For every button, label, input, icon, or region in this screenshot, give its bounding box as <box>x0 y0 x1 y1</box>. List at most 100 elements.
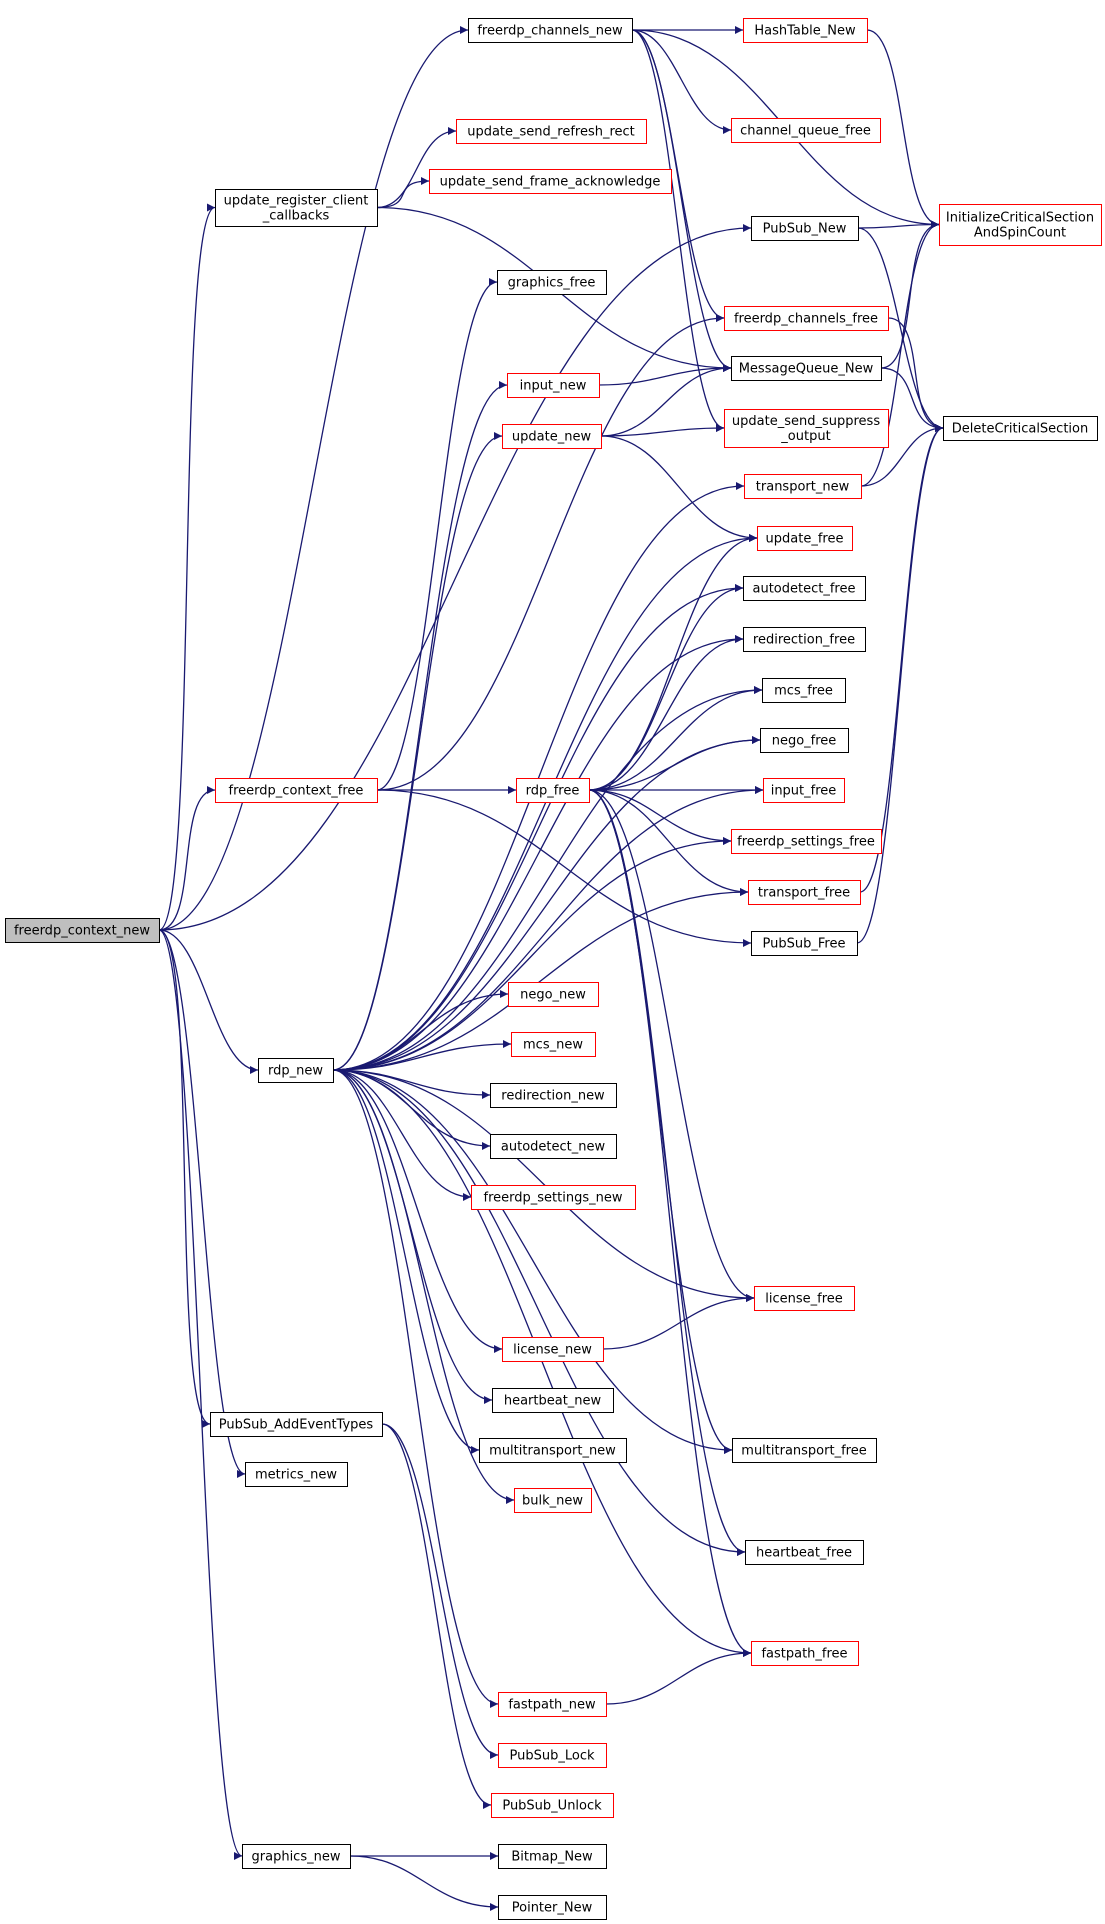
node-box[interactable] <box>757 526 853 551</box>
node-box[interactable] <box>751 216 859 241</box>
node-box[interactable] <box>497 270 607 295</box>
node-box[interactable] <box>514 1488 592 1513</box>
node-multitransport_new[interactable]: multitransport_new <box>479 1438 627 1463</box>
node-heartbeat_new[interactable]: heartbeat_new <box>492 1388 614 1413</box>
node-box[interactable] <box>507 373 600 398</box>
node-box[interactable] <box>511 1032 596 1057</box>
node-update_new[interactable]: update_new <box>502 424 602 449</box>
node-box[interactable] <box>731 118 881 143</box>
node-box[interactable] <box>456 119 647 144</box>
node-box[interactable] <box>479 1438 627 1463</box>
node-freerdp_context_new[interactable]: freerdp_context_new <box>5 918 160 943</box>
node-nego_new[interactable]: nego_new <box>508 982 599 1007</box>
node-license_free[interactable]: license_free <box>754 1286 855 1311</box>
node-box[interactable] <box>731 829 882 854</box>
node-input_new[interactable]: input_new <box>507 373 600 398</box>
node-Bitmap_New[interactable]: Bitmap_New <box>498 1844 607 1869</box>
node-rdp_free[interactable]: rdp_free <box>516 778 590 803</box>
node-box[interactable] <box>215 189 378 227</box>
node-box[interactable] <box>429 169 672 194</box>
node-autodetect_free[interactable]: autodetect_free <box>743 576 866 601</box>
node-PubSub_Lock[interactable]: PubSub_Lock <box>498 1743 607 1768</box>
node-nego_free[interactable]: nego_free <box>760 728 849 753</box>
node-DeleteCriticalSection[interactable]: DeleteCriticalSection <box>943 416 1098 441</box>
node-box[interactable] <box>516 778 590 803</box>
node-fastpath_free[interactable]: fastpath_free <box>751 1641 859 1666</box>
node-heartbeat_free[interactable]: heartbeat_free <box>745 1540 864 1565</box>
node-box[interactable] <box>743 627 866 652</box>
node-box[interactable] <box>242 1844 351 1869</box>
node-update_send_suppress_output[interactable]: update_send_suppress_output <box>724 409 889 448</box>
node-transport_free[interactable]: transport_free <box>748 880 861 905</box>
node-box[interactable] <box>498 1844 607 1869</box>
node-box[interactable] <box>745 1540 864 1565</box>
node-box[interactable] <box>763 778 845 803</box>
node-update_send_frame_acknowledge[interactable]: update_send_frame_acknowledge <box>429 169 672 194</box>
node-input_free[interactable]: input_free <box>763 778 845 803</box>
node-update_register_client_callbacks[interactable]: update_register_client_callbacks <box>215 189 378 227</box>
node-box[interactable] <box>939 204 1102 246</box>
node-freerdp_settings_new[interactable]: freerdp_settings_new <box>471 1185 636 1210</box>
node-rdp_new[interactable]: rdp_new <box>258 1058 334 1083</box>
node-box[interactable] <box>751 1641 859 1666</box>
node-license_new[interactable]: license_new <box>502 1337 604 1362</box>
node-box[interactable] <box>468 18 633 43</box>
node-mcs_new[interactable]: mcs_new <box>511 1032 596 1057</box>
node-box[interactable] <box>760 728 849 753</box>
node-channel_queue_free[interactable]: channel_queue_free <box>731 118 881 143</box>
node-graphics_new[interactable]: graphics_new <box>242 1844 351 1869</box>
node-box[interactable] <box>490 1134 617 1159</box>
node-box[interactable] <box>732 1438 877 1463</box>
node-box[interactable] <box>215 778 378 803</box>
node-redirection_new[interactable]: redirection_new <box>490 1083 617 1108</box>
node-box[interactable] <box>491 1793 614 1818</box>
node-box[interactable] <box>754 1286 855 1311</box>
node-metrics_new[interactable]: metrics_new <box>245 1462 348 1487</box>
node-bulk_new[interactable]: bulk_new <box>514 1488 592 1513</box>
node-box[interactable] <box>762 678 846 703</box>
node-box[interactable] <box>943 416 1098 441</box>
node-PubSub_Unlock[interactable]: PubSub_Unlock <box>491 1793 614 1818</box>
node-PubSub_AddEventTypes[interactable]: PubSub_AddEventTypes <box>210 1412 383 1437</box>
node-freerdp_channels_free[interactable]: freerdp_channels_free <box>724 306 889 331</box>
node-box[interactable] <box>724 306 889 331</box>
node-PubSub_Free[interactable]: PubSub_Free <box>751 931 858 956</box>
node-autodetect_new[interactable]: autodetect_new <box>490 1134 617 1159</box>
node-box[interactable] <box>724 409 889 448</box>
node-MessageQueue_New[interactable]: MessageQueue_New <box>731 356 882 381</box>
node-box[interactable] <box>492 1388 614 1413</box>
node-multitransport_free[interactable]: multitransport_free <box>732 1438 877 1463</box>
node-box[interactable] <box>498 1895 607 1920</box>
node-box[interactable] <box>744 474 862 499</box>
node-update_free[interactable]: update_free <box>757 526 853 551</box>
node-box[interactable] <box>743 18 868 43</box>
node-Pointer_New[interactable]: Pointer_New <box>498 1895 607 1920</box>
node-mcs_free[interactable]: mcs_free <box>762 678 846 703</box>
node-PubSub_New[interactable]: PubSub_New <box>751 216 859 241</box>
node-box[interactable] <box>751 931 858 956</box>
node-box[interactable] <box>471 1185 636 1210</box>
node-box[interactable] <box>258 1058 334 1083</box>
node-freerdp_settings_free[interactable]: freerdp_settings_free <box>731 829 882 854</box>
node-box[interactable] <box>210 1412 383 1437</box>
node-box[interactable] <box>498 1743 607 1768</box>
node-box[interactable] <box>502 1337 604 1362</box>
node-box[interactable] <box>508 982 599 1007</box>
node-box[interactable] <box>490 1083 617 1108</box>
node-redirection_free[interactable]: redirection_free <box>743 627 866 652</box>
node-update_send_refresh_rect[interactable]: update_send_refresh_rect <box>456 119 647 144</box>
node-HashTable_New[interactable]: HashTable_New <box>743 18 868 43</box>
node-box[interactable] <box>748 880 861 905</box>
node-box[interactable] <box>743 576 866 601</box>
node-graphics_free[interactable]: graphics_free <box>497 270 607 295</box>
node-fastpath_new[interactable]: fastpath_new <box>498 1692 607 1717</box>
node-box[interactable] <box>498 1692 607 1717</box>
node-box[interactable] <box>731 356 882 381</box>
node-freerdp_context_free[interactable]: freerdp_context_free <box>215 778 378 803</box>
node-transport_new[interactable]: transport_new <box>744 474 862 499</box>
node-box[interactable] <box>502 424 602 449</box>
node-box[interactable] <box>245 1462 348 1487</box>
node-box[interactable] <box>5 918 160 943</box>
node-freerdp_channels_new[interactable]: freerdp_channels_new <box>468 18 633 43</box>
